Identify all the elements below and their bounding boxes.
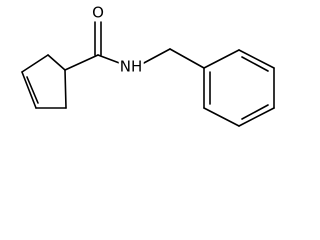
- amide-bond: [97, 54, 123, 65]
- ring-bond: [21, 71, 37, 109]
- structure-canvas: [21, 21, 275, 127]
- oxygen-atom-label: O: [91, 3, 105, 22]
- ring-bond: [47, 54, 66, 71]
- ring-bond: [21, 54, 49, 73]
- benzene-bond: [203, 107, 240, 127]
- hydrogen-atom-label: H: [130, 57, 143, 76]
- n-to-methylene-bond: [141, 48, 171, 65]
- methylene-to-phenyl-bond: [169, 48, 205, 69]
- benzene-bond: [203, 49, 240, 69]
- benzene-bond: [238, 107, 275, 127]
- ring-to-carbonyl-bond: [64, 54, 99, 71]
- amide-nh-label: NH: [118, 57, 144, 76]
- ring-double-bond-inner: [26, 76, 39, 104]
- benzene-double-bond-inner: [241, 104, 269, 120]
- benzene-bond: [238, 49, 275, 69]
- benzene-double-bond-inner: [241, 56, 269, 72]
- nitrogen-atom-label: N: [119, 57, 131, 76]
- ring-bond: [64, 69, 67, 109]
